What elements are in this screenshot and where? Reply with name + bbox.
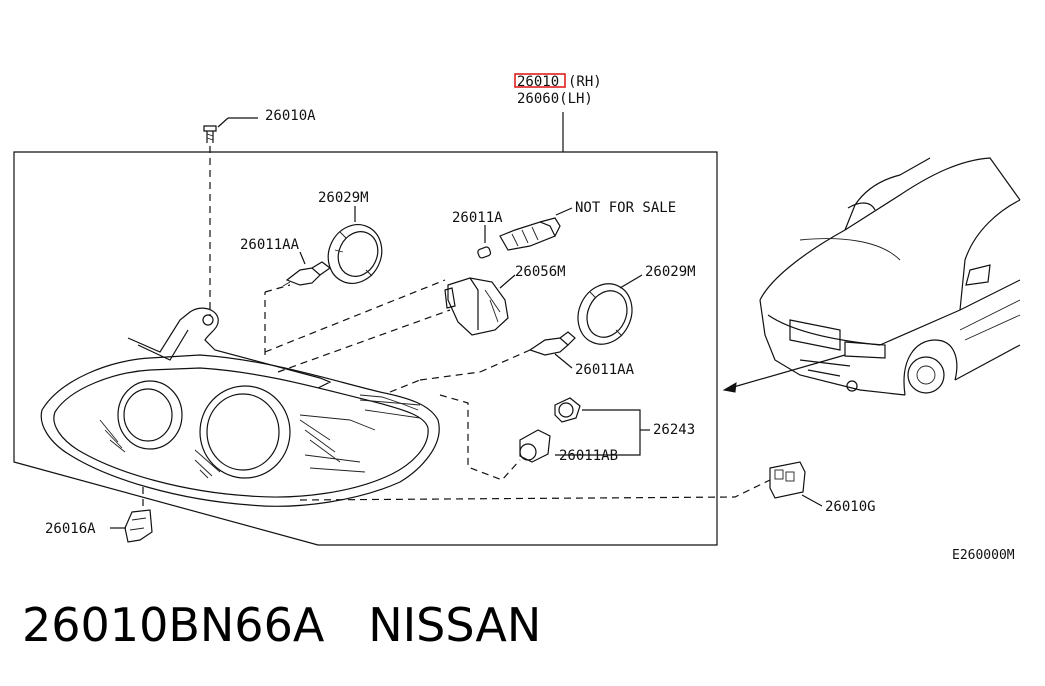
label-not-for-sale: NOT FOR SALE bbox=[575, 200, 676, 216]
label-bulb-aa-right[interactable]: 26011AA bbox=[575, 362, 635, 378]
connector-icon bbox=[769, 461, 806, 499]
label-ring-top[interactable]: 26029M bbox=[318, 190, 369, 206]
spacer bbox=[324, 598, 368, 652]
ring-right-icon bbox=[577, 283, 633, 345]
part-number: 26010BN66A bbox=[22, 598, 325, 652]
ring-top-icon bbox=[327, 224, 383, 284]
frame bbox=[13, 151, 718, 546]
socket-icon bbox=[444, 277, 509, 336]
headlamp-housing bbox=[40, 307, 440, 507]
screw-icon bbox=[203, 125, 217, 143]
highlight-box bbox=[514, 73, 566, 88]
socket-group-icon bbox=[519, 397, 581, 463]
label-figure-code: E260000M bbox=[952, 548, 1015, 563]
label-socket-group[interactable]: 26243 bbox=[653, 422, 695, 438]
label-rh-part[interactable]: 26010 bbox=[517, 74, 559, 90]
label-lh[interactable]: 26060(LH) bbox=[517, 91, 593, 107]
label-bulb-a[interactable]: 26011A bbox=[452, 210, 503, 226]
arrow-icon bbox=[722, 382, 737, 393]
footer-title: 26010BN66A NISSAN bbox=[22, 598, 541, 652]
label-clip[interactable]: 26016A bbox=[45, 521, 96, 537]
car-icon bbox=[759, 157, 1021, 396]
label-rh-suffix: (RH) bbox=[568, 74, 602, 90]
bulb-aa-icon bbox=[282, 261, 332, 287]
label-socket[interactable]: 26056M bbox=[515, 264, 566, 280]
label-bulb-aa-top[interactable]: 26011AA bbox=[240, 237, 300, 253]
label-connector[interactable]: 26010G bbox=[825, 499, 876, 515]
clip-icon bbox=[124, 509, 153, 543]
label-screw[interactable]: 26010A bbox=[265, 108, 316, 124]
bulb-a-icon bbox=[477, 246, 492, 259]
bulb-aa-right-icon bbox=[528, 331, 576, 356]
label-ring-right[interactable]: 26029M bbox=[645, 264, 696, 280]
label-bulb-ab[interactable]: 26011AB bbox=[559, 448, 618, 464]
brand-name: NISSAN bbox=[368, 598, 542, 652]
xenon-bulb-icon bbox=[499, 217, 561, 251]
